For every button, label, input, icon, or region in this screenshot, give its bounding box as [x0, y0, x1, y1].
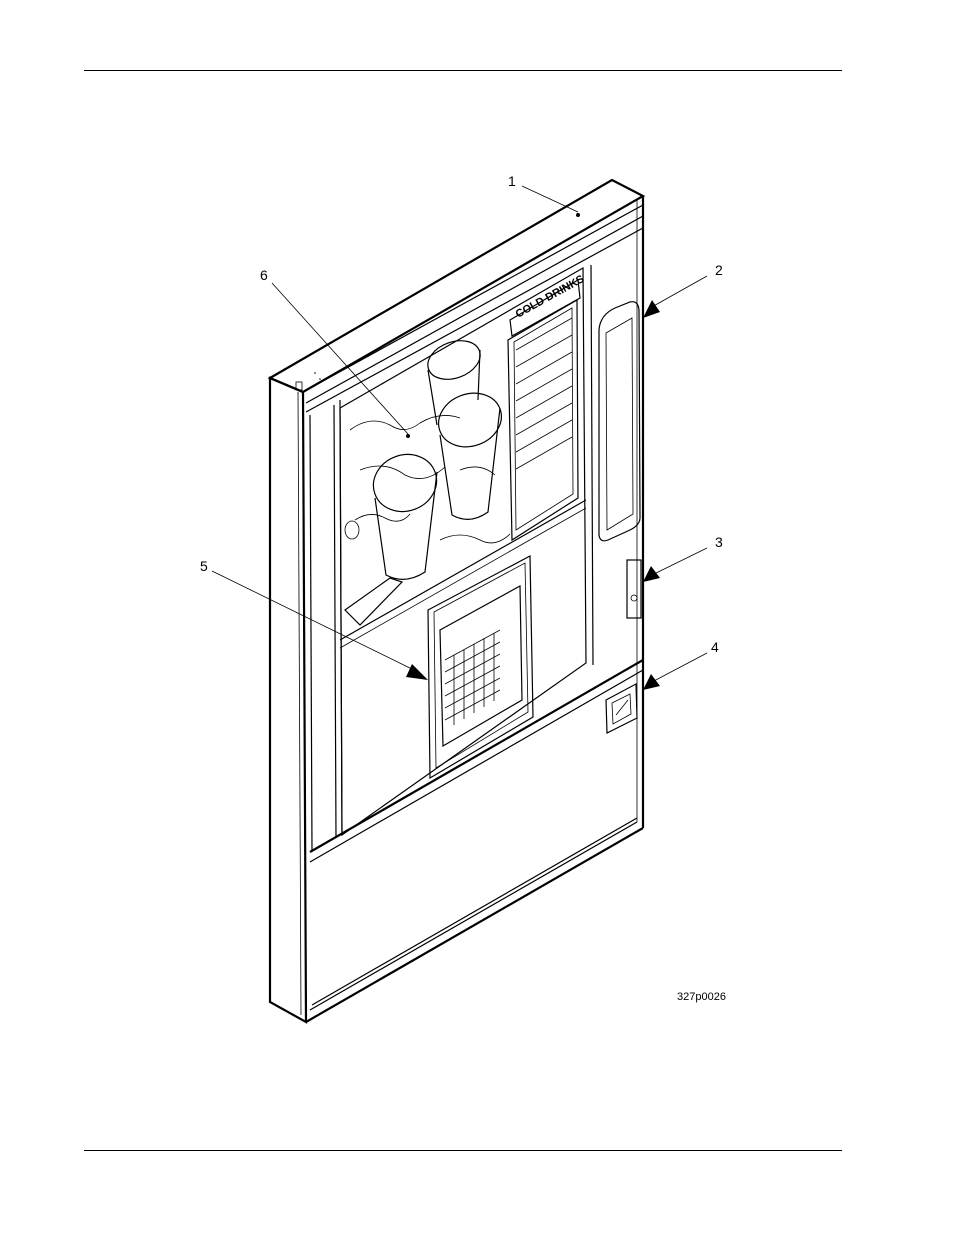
figure-id: 327p0026 [677, 991, 726, 1003]
coin-insert [627, 560, 641, 618]
callout-3: 3 [715, 534, 723, 550]
callout-4: 4 [711, 639, 719, 655]
bill-validator [599, 302, 640, 541]
callout-5: 5 [200, 558, 208, 574]
coin-return [606, 684, 637, 733]
selection-buttons [516, 318, 572, 469]
door-frame [270, 180, 643, 1022]
callout-2: 2 [715, 262, 723, 278]
callout-6: 6 [260, 267, 268, 283]
delivery-grid [445, 630, 500, 725]
callout-1: 1 [508, 173, 516, 189]
sign-text: COLD DRINKS [514, 273, 587, 321]
